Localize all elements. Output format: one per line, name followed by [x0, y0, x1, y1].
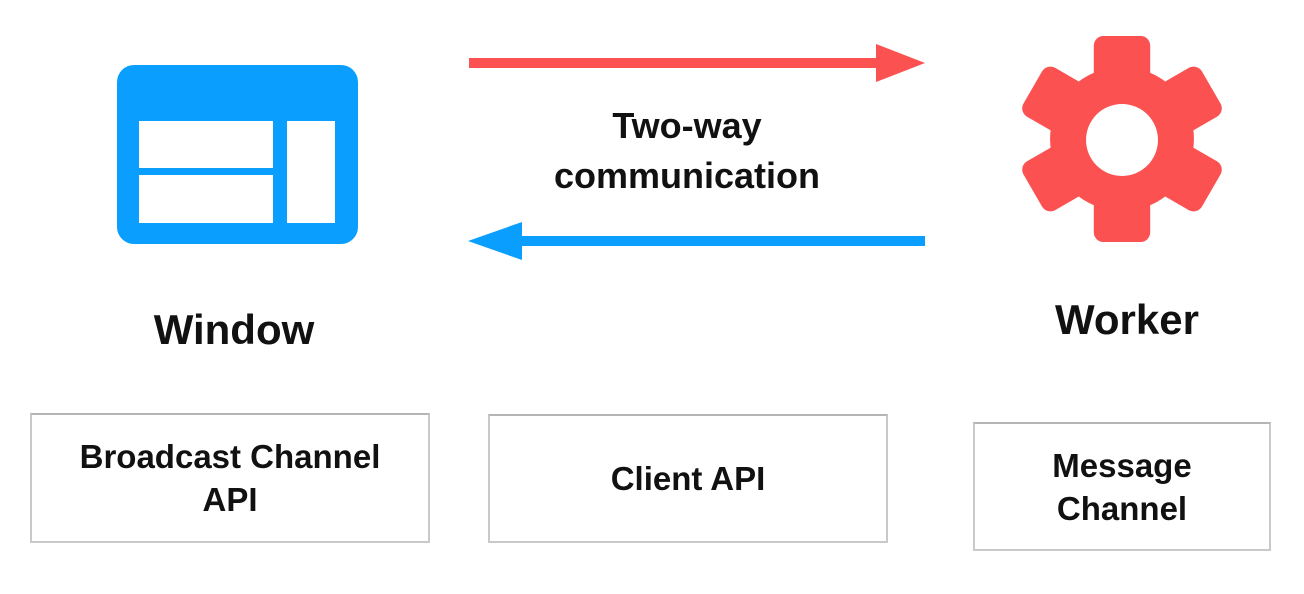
window-node-label: Window — [153, 306, 315, 353]
right-arrowhead-icon — [876, 44, 925, 82]
browser-window-pane-right — [287, 121, 335, 223]
left-arrowhead-icon — [468, 222, 522, 260]
gear-hole — [1086, 104, 1158, 176]
message-channel-box: Message Channel — [973, 422, 1271, 551]
message-channel-label-line2: Channel — [1056, 489, 1188, 527]
browser-window-icon — [117, 65, 358, 244]
window-to-worker-arrow — [465, 40, 930, 86]
gear-icon — [1017, 33, 1227, 245]
broadcast-channel-api-box: Broadcast Channel API — [30, 413, 430, 543]
browser-window-pane-top-left — [139, 121, 273, 168]
broadcast-channel-api-label-line1: Broadcast Channel — [79, 438, 381, 475]
worker-node-label: Worker — [1055, 296, 1199, 343]
browser-window-pane-bottom-left — [139, 175, 273, 223]
two-way-communication-label: Two-way communication — [553, 105, 821, 196]
client-api-box: Client API — [488, 414, 888, 543]
broadcast-channel-api-label-line2: API — [202, 481, 258, 518]
worker-to-window-arrow — [465, 218, 930, 264]
client-api-label: Client API — [610, 460, 766, 497]
message-channel-label-line1: Message — [1052, 446, 1192, 484]
